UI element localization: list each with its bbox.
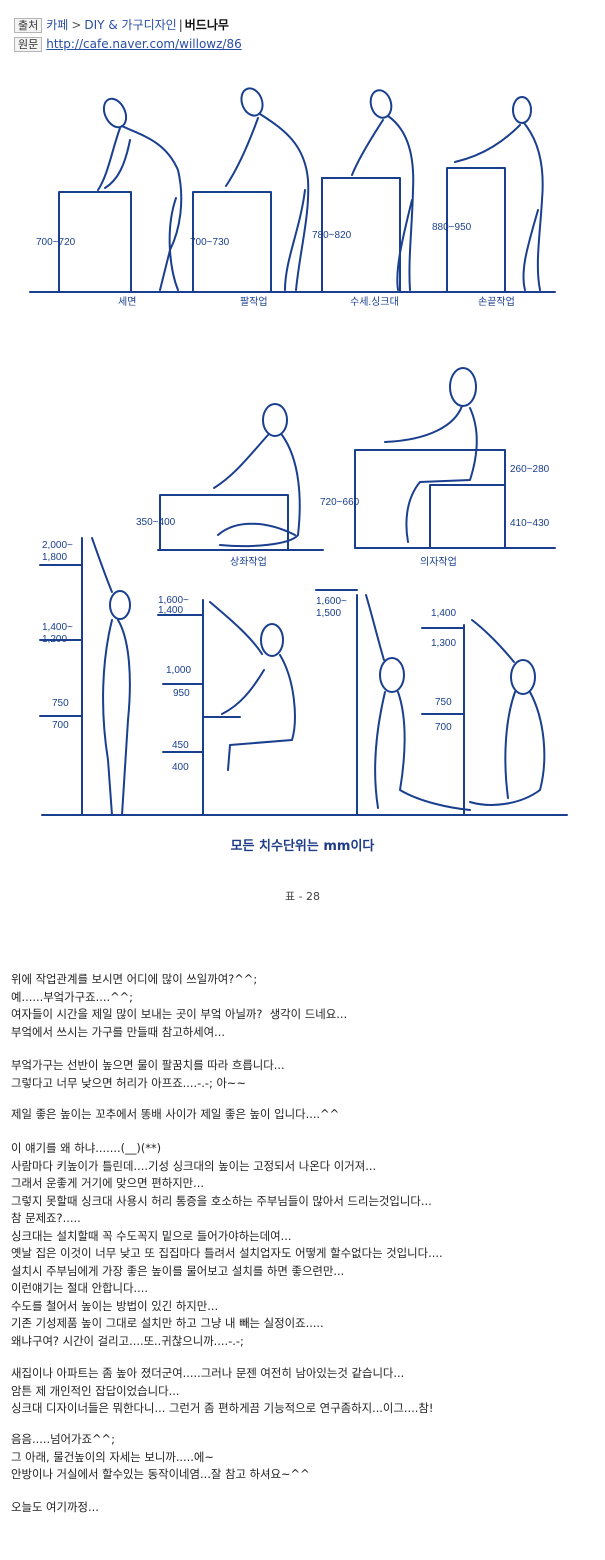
dim-label: 700~730 — [190, 237, 230, 248]
table-label: 표 - 28 — [284, 890, 321, 903]
paragraph: 음음.....넘어가죠^^; 그 아래, 물건높이의 자세는 보니까.....에… — [11, 1432, 310, 1481]
figure-sitting-reach — [469, 619, 546, 806]
paragraph: 제일 좋은 높이는 꼬추에서 똥배 사이가 제일 좋은 높이 입니다....^^ — [11, 1107, 340, 1121]
dim-label: 400 — [172, 762, 189, 773]
cafe-link[interactable]: 카페 — [46, 18, 69, 32]
dim-label: 950 — [173, 688, 190, 699]
dim-label: 2,000~ — [42, 540, 73, 551]
figure-caption: 상좌작업 — [230, 555, 267, 568]
original-tag: 원문 — [14, 37, 43, 52]
arm-work-counter — [192, 191, 272, 293]
figure-seated-reach — [209, 601, 296, 771]
breadcrumb-separator: > — [71, 18, 82, 32]
figure-caption: 의자작업 — [420, 555, 457, 568]
figure-unit-caption: 모든 치수단위는 mm이다 — [230, 839, 375, 854]
dim-label: 1,600~ — [158, 595, 189, 606]
paragraph: 이 얘기를 왜 하냐.......(__)(**) 사람마다 키높이가 틀린데.… — [11, 1141, 443, 1348]
wash-counter — [58, 191, 132, 293]
dim-label: 880~950 — [432, 222, 472, 233]
dim-label: 1,300 — [431, 638, 456, 649]
dim-label: 750 — [435, 697, 452, 708]
dim-label: 1,000 — [166, 665, 191, 676]
dim-label: 1,400 — [158, 605, 183, 616]
dim-label: 1,400~ — [42, 622, 73, 633]
source-tag: 출처 — [14, 18, 43, 33]
figure-sink-work — [351, 89, 415, 291]
figure-caption: 세면 — [118, 296, 136, 308]
paragraph: 새집이나 아파트는 좀 높아 졌더군여.....그러나 문젠 여전히 남아있는것… — [11, 1366, 434, 1415]
figure-caption: 손끝작업 — [478, 295, 515, 308]
dim-label: 750 — [52, 698, 69, 709]
dim-label: 720~660 — [320, 497, 360, 508]
figure-caption: 팔작업 — [240, 295, 268, 308]
dim-label: 1,600~ — [316, 596, 347, 607]
dim-label: 410~430 — [510, 518, 550, 529]
figure-kneeling-reach — [365, 594, 471, 811]
dim-label: 450 — [172, 740, 189, 751]
floor-table — [159, 494, 289, 551]
dim-label: 780~820 — [312, 230, 352, 241]
dim-label: 350~400 — [136, 517, 176, 528]
paragraph: 부엌가구는 선반이 높으면 물이 팔꿈치를 따라 흐릅니다... 그렇다고 너무… — [11, 1058, 285, 1090]
ergonomic-height-figure: 700~720 700~730 780~820 880~950 세면 팔작업 수… — [29, 87, 568, 816]
figure-chair-sitting — [384, 367, 478, 543]
figure-washing — [97, 97, 183, 291]
original-url-link[interactable]: http://cafe.naver.com/willowz/86 — [46, 37, 242, 51]
board-name: 버드나무 — [184, 18, 229, 32]
figure-standing-reach — [91, 537, 131, 816]
figure-arm-work — [225, 87, 310, 291]
dim-label: 260~280 — [510, 464, 550, 475]
dim-label: 1,200 — [42, 634, 67, 645]
dim-label: 700 — [435, 722, 452, 733]
figure-fine-work — [454, 96, 544, 291]
sink-counter — [321, 177, 401, 293]
dim-label: 1,400 — [431, 608, 456, 619]
chair-seat — [429, 484, 506, 549]
dim-label: 700 — [52, 720, 69, 731]
divider: | — [178, 18, 183, 32]
dim-label: 1,800 — [42, 552, 67, 563]
paragraph: 오늘도 여기까정... — [11, 1500, 99, 1514]
fine-work-counter — [446, 167, 506, 293]
dim-label: 1,500 — [316, 608, 341, 619]
category-link[interactable]: DIY & 가구디자인 — [84, 18, 177, 32]
dim-label: 700~720 — [36, 237, 76, 248]
figure-floor-sitting — [213, 403, 301, 548]
figure-caption: 수세.싱크대 — [350, 296, 399, 308]
paragraph: 위에 작업관계를 보시면 어디에 많이 쓰일까여?^^; 예......부엌가구… — [11, 972, 348, 1039]
